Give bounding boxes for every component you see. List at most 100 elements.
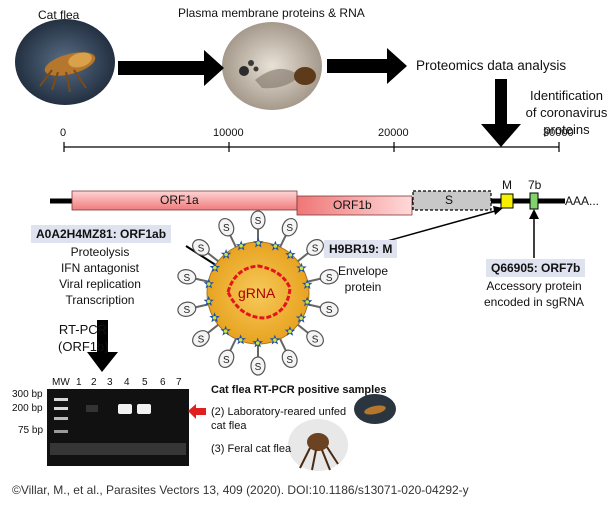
polya-label: AAA... [565,194,600,208]
m-protein-description: Envelope protein [337,264,389,294]
spike-stem [297,251,310,262]
spike-label: S [312,243,319,254]
membrane-protein-core [299,266,304,271]
identification-label: Identification of coronavirus proteins [525,88,607,137]
cat-flea-label: Cat flea [38,8,80,22]
membrane-protein-core [256,241,261,245]
spike-label: S [286,355,293,366]
m-gene-label: M [502,178,512,192]
s-gene-box [412,190,492,211]
spike-label: S [223,223,230,234]
flow-arrow-down [481,79,521,147]
spike-stem [206,324,219,335]
flow-arrow-1 [118,50,224,86]
membrane-protein-core [238,338,243,342]
scale-tick-10000: 10000 [213,127,244,139]
gel-lane-7: 7 [176,377,182,388]
spike-stem [307,303,322,309]
feral-flea-photo [288,419,348,471]
spike-label: S [198,243,205,254]
spike-head [250,356,266,376]
membrane-protein-core [288,329,292,334]
membrane-protein-core [255,341,260,345]
cat-flea-photo [15,19,115,105]
membrane-protein-core [212,315,217,320]
spike-label: S [183,273,190,284]
membrane-protein-core [207,282,211,286]
spike-head [306,330,324,347]
orf7b-description: Accessory protein encoded in sgRNA [483,279,585,309]
flow-arrow-2 [327,48,407,84]
spike-head [218,217,235,237]
scale-tick-20000: 20000 [378,127,409,139]
spike-stem [297,324,310,335]
citation: ©Villar, M., et al., Parasites Vectors 1… [12,483,469,497]
lab-flea-photo [354,394,396,424]
gel-lane-3: 3 [107,377,113,388]
spike-stem [228,234,237,248]
orf1b-box [296,195,413,216]
proteomics-label: Proteomics data analysis [416,58,567,73]
spike-label: S [326,305,333,316]
membrane-protein-core [224,252,228,257]
gel-image [47,389,189,466]
spike-stem [307,277,322,283]
spike-stem [279,338,288,352]
orf7b-label: 7b [528,178,542,192]
gel-lane-mw: MW [52,377,70,388]
membrane-protein-core [239,244,243,248]
m-gene-box [500,193,514,209]
membrane-protein-core [305,282,310,287]
spike-head [177,301,197,317]
spike-head [281,349,298,369]
rtpcr-title: RT-PCR (ORF1b) [58,322,109,354]
orf1b-label: ORF1b [333,198,372,212]
membrane-label: Plasma membrane proteins & RNA [178,6,365,20]
gel-lane-2: 2 [91,377,97,388]
scale-tick-30000: 30000 [543,127,574,139]
spike-stem [228,338,237,352]
spike-label: S [255,362,262,373]
feral-flea-text: (3) Feral cat flea [211,443,292,455]
spike-head [177,269,197,285]
m-protein-label: H9BR19: M [324,240,398,258]
spike-head [319,269,339,285]
spike-head [192,330,210,347]
gel-size-300: 300 bp [12,389,43,400]
spike-head [319,301,339,317]
membrane-protein-core [305,300,309,304]
genome-map [50,190,565,216]
s-gene-label: S [445,193,454,207]
spike-stem [206,251,219,262]
membrane-protein-core [223,329,228,333]
gel-lane-6: 6 [160,377,166,388]
spike-head [281,217,298,237]
membrane-protein-core [288,253,293,257]
lab-flea-text: (2) Laboratory-reared unfed cat flea [211,406,347,432]
orf1a-label: ORF1a [160,193,199,207]
membrane-protein-core [299,316,303,321]
gel-size-75: 75 bp [18,425,44,436]
gel-size-200: 200 bp [12,403,43,414]
orf1ab-functions: Proteolysis IFN antagonist Viral replica… [59,245,141,307]
grna-label: gRNA [238,285,276,301]
spike-label: S [286,223,293,234]
spike-head [192,239,210,256]
orf7b-protein-label: Q66905: ORF7b [486,259,586,277]
membrane-protein-core [273,244,278,248]
rtpcr-arrow [87,320,118,372]
spike-label: S [198,335,205,346]
spike-stem [194,277,209,283]
spike-label: S [183,305,190,316]
membrane-protein-core [273,338,277,342]
spike-label: S [255,216,262,227]
gel-lane-1: 1 [76,377,82,388]
gel-lane-5: 5 [142,377,148,388]
spike-head [218,349,235,369]
gel-lane-4: 4 [124,377,130,388]
orf1ab-protein-label: A0A2H4MZ81: ORF1ab [31,225,172,243]
spike-label: S [223,355,230,366]
spike-stem [279,234,288,248]
spike-label: S [312,335,319,346]
